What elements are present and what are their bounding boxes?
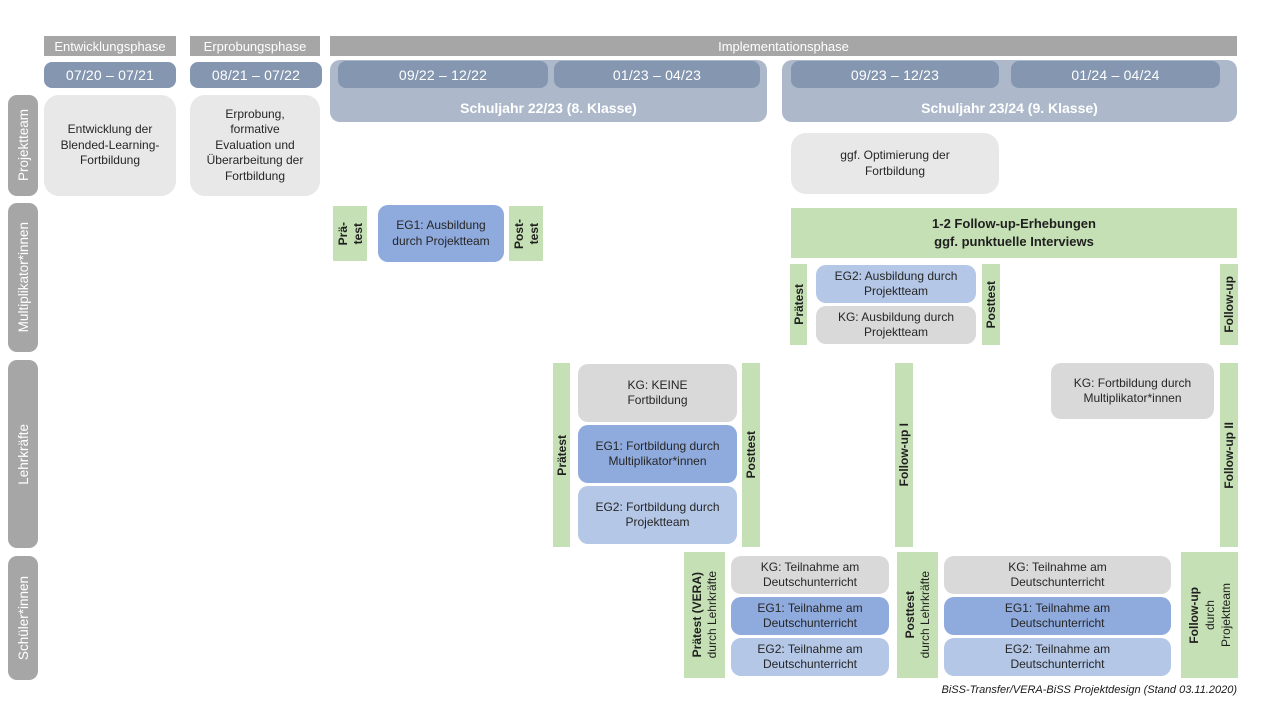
box-eg2-fortbildung-projektteam: EG2: Fortbildung durch Projektteam [578,486,737,544]
bar-praetest-multiplikatoren-1: Prä- test [333,206,367,261]
vbar-text: Follow-up I [897,423,911,487]
box-kg-keine-fortbildung: KG: KEINE Fortbildung [578,364,737,422]
vbar-text: Follow-up II [1222,421,1236,489]
box-text: EG2: Teilnahme am Deutschunterricht [1004,641,1111,671]
date-label: 08/21 – 07/22 [211,67,301,83]
row-label-projektteam: Projektteam [8,95,38,196]
bar-posttest-multiplikatoren-1: Post- test [509,206,543,261]
box-text: KG: Ausbildung durch Projektteam [837,309,955,339]
bar-posttest-lehrkraefte: Posttest [742,363,760,547]
phase-bar-implementation: Implementationsphase [330,36,1237,56]
year-label: Schuljahr 22/23 (8. Klasse) [460,100,637,116]
box-text: KG: Teilnahme am Deutschunterricht [1008,559,1107,589]
vbar-text: durch Lehrkräfte [705,571,719,659]
vbar-text: Prä- [335,221,350,246]
box-text: ggf. Optimierung der Fortbildung [840,148,950,178]
vbar-text: durch [1202,599,1217,631]
box-text: KG: KEINE Fortbildung [627,377,688,407]
phase-bar-entwicklung: Entwicklungsphase [44,36,176,56]
vbar-text: Prätest [791,284,806,325]
box-text: EG1: Teilnahme am Deutschunterricht [1004,600,1111,630]
date-range-0922-1222: 09/22 – 12/22 [338,61,548,88]
box-eg1-fortbildung-multiplikatoren: EG1: Fortbildung durch Multiplikator*inn… [578,425,737,483]
row-label-lehrkraefte: Lehrkräfte [8,360,38,548]
box-eg1-ausbildung-projektteam: EG1: Ausbildung durch Projektteam [378,205,504,262]
box-eg2-teilnahme-deutschunterricht-1: EG2: Teilnahme am Deutschunterricht [731,638,889,676]
box-kg-teilnahme-deutschunterricht-2: KG: Teilnahme am Deutschunterricht [944,556,1171,594]
year-label: Schuljahr 23/24 (9. Klasse) [921,100,1098,116]
date-label: 09/22 – 12/22 [398,66,488,83]
phase-bar-erprobung: Erprobungsphase [190,36,320,56]
box-kg-fortbildung-multiplikatoren: KG: Fortbildung durch Multiplikator*inne… [1051,363,1214,419]
bar-posttest-multiplikatoren-2: Posttest [982,264,1000,345]
bar-posttest-schueler: Posttest durch Lehrkräfte [897,552,938,678]
vbar-text: Prätest (VERA) [690,572,704,658]
vbar-text: Posttest [984,280,998,329]
box-text: EG2: Ausbildung durch Projektteam [834,268,958,298]
phase-label: Erprobungsphase [203,38,307,54]
box-text: KG: Teilnahme am Deutschunterricht [760,559,860,589]
box-erprobung-evaluation: Erprobung, formative Evaluation und Über… [190,95,320,196]
bar-followup2-lehrkraefte: Follow-up II [1220,363,1238,547]
date-label: 01/23 – 04/23 [612,66,702,83]
bar-followup1-lehrkraefte: Follow-up I [895,363,913,547]
vbar-text: Follow-up [1186,586,1201,644]
box-text: KG: Fortbildung durch Multiplikator*inne… [1073,375,1192,405]
box-text: EG2: Teilnahme am Deutschunterricht [757,641,863,671]
box-text: EG1: Fortbildung durch Multiplikator*inn… [595,438,720,468]
bar-praetest-vera-schueler: Prätest (VERA) durch Lehrkräfte [684,552,725,678]
vbar-text: Post- [511,218,526,249]
date-label: 01/24 – 04/24 [1071,66,1160,83]
vbar-text: durch Lehrkräfte [918,571,932,659]
row-label-text: Lehrkräfte [15,423,31,485]
phase-label: Implementationsphase [718,38,849,54]
box-kg-teilnahme-deutschunterricht-1: KG: Teilnahme am Deutschunterricht [731,556,889,594]
row-label-text: Schüler*innen [15,575,31,661]
box-optimierung-fortbildung: ggf. Optimierung der Fortbildung [791,133,999,194]
row-label-multiplikatorinnen: Multiplikator*innen [8,203,38,352]
date-range-0123-0423: 01/23 – 04/23 [554,61,760,88]
date-range-0124-0424: 01/24 – 04/24 [1011,61,1220,88]
vbar-text: Projektteam [1218,582,1233,648]
box-text: Entwicklung der Blended-Learning-Fortbil… [60,122,160,168]
date-label: 09/23 – 12/23 [850,66,940,83]
vbar-text: test [526,222,541,245]
box-kg-ausbildung-projektteam: KG: Ausbildung durch Projektteam [816,306,976,344]
box-text: EG2: Fortbildung durch Projektteam [595,499,720,529]
bar-praetest-lehrkraefte: Prätest [553,363,570,547]
box-eg1-teilnahme-deutschunterricht-2: EG1: Teilnahme am Deutschunterricht [944,597,1171,635]
box-text: Erprobung, formative Evaluation und Über… [206,107,304,183]
row-label-schuelerinnen: Schüler*innen [8,556,38,680]
gbox-line2: ggf. punktuelle Interviews [934,234,1094,249]
date-range-0720-0721: 07/20 – 07/21 [44,62,176,88]
row-label-text: Multiplikator*innen [15,222,31,333]
box-eg2-ausbildung-projektteam: EG2: Ausbildung durch Projektteam [816,265,976,303]
box-eg1-teilnahme-deutschunterricht-1: EG1: Teilnahme am Deutschunterricht [731,597,889,635]
vbar-text: Posttest [744,431,758,479]
box-followup-erhebungen: 1-2 Follow-up-Erhebungen ggf. punktuelle… [791,208,1237,258]
bar-praetest-multiplikatoren-2: Prätest [790,264,807,345]
vbar-text: Posttest [903,591,917,639]
bar-followup-multiplikatoren: Follow-up [1220,264,1238,345]
gbox-line1: 1-2 Follow-up-Erhebungen [932,216,1096,232]
date-label: 07/20 – 07/21 [65,67,155,83]
box-entwicklung-fortbildung: Entwicklung der Blended-Learning-Fortbil… [44,95,176,196]
vbar-text: test [350,222,365,245]
box-text: EG1: Ausbildung durch Projektteam [392,218,490,248]
box-text: EG1: Teilnahme am Deutschunterricht [757,600,863,630]
row-label-text: Projektteam [15,109,31,182]
vbar-text: Follow-up [1222,276,1236,333]
footer-note: BiSS-Transfer/VERA-BiSS Projektdesign (S… [941,684,1237,696]
bar-followup-projektteam-schueler: Follow-up durch Projektteam [1181,552,1238,678]
date-range-0923-1223: 09/23 – 12/23 [791,61,999,88]
vbar-text: Prätest [554,434,569,476]
date-range-0821-0722: 08/21 – 07/22 [190,62,322,88]
box-eg2-teilnahme-deutschunterricht-2: EG2: Teilnahme am Deutschunterricht [944,638,1171,676]
phase-label: Entwicklungsphase [54,38,166,54]
